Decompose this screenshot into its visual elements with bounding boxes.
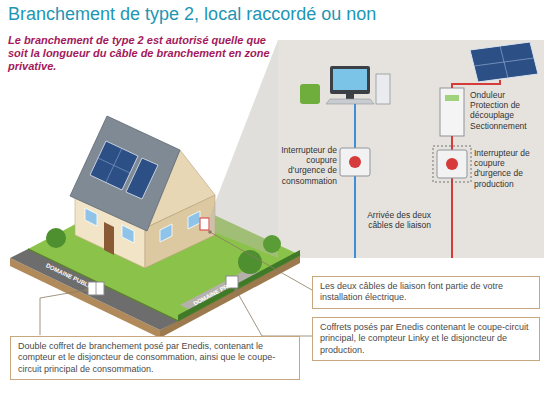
callout-text: Les deux câbles de liaison font partie d…: [320, 281, 532, 304]
house: [104, 222, 114, 255]
zoom-panel: [278, 40, 544, 258]
inverter: [440, 88, 464, 136]
computer-icon: [326, 99, 374, 104]
emergency-switch: [433, 146, 471, 182]
emergency-switch: [437, 150, 467, 178]
inverter: [445, 95, 459, 101]
callout-box: Les deux câbles de liaison font partie d…: [312, 276, 540, 309]
component-label-holder: Interrupteur de coupure d'urgence de con…: [279, 145, 337, 186]
house: [106, 148, 122, 182]
cable-label: Arrivée des deux câbles de liaison: [361, 210, 431, 230]
leader-line: [40, 232, 312, 336]
callout-box: Coffrets posés par Enedis contenant le c…: [312, 317, 540, 361]
cable: [354, 176, 356, 258]
zoom-panel: [278, 40, 544, 258]
cable: [451, 178, 453, 258]
house: [188, 211, 200, 229]
house: [85, 208, 97, 226]
computer-icon: [346, 94, 354, 99]
computer-icon: [300, 84, 320, 104]
emergency-switch: [340, 148, 370, 176]
component-label-holder: Interrupteur de coupure d'urgence de pro…: [474, 148, 542, 189]
leader-dot: [84, 230, 238, 292]
zoom-wedge: [209, 40, 278, 258]
trees: [238, 250, 262, 274]
trees: [263, 235, 281, 253]
intro-note-holder: Le branchement de type 2 est autorisé qu…: [8, 34, 276, 74]
callout-text: Coffrets posés par Enedis contenant le c…: [320, 322, 532, 356]
lot-base: [180, 268, 262, 311]
house: [126, 158, 158, 199]
computer-icon: [330, 66, 370, 94]
leader-line: [210, 232, 312, 290]
callout-box: Double coffret de branchement posé par E…: [10, 336, 300, 380]
component-label: Onduleur Protection de découplage Sectio…: [470, 90, 542, 131]
zoom-wedge: [209, 40, 278, 258]
intro-note: Le branchement de type 2 est autorisé qu…: [8, 34, 276, 74]
house: [160, 224, 172, 242]
trees: [46, 228, 300, 321]
meter-box: [96, 282, 97, 295]
leader-line: [236, 290, 312, 336]
leader-dot: [234, 288, 238, 292]
leader-dot: [208, 230, 212, 234]
computer-icon: [333, 69, 367, 90]
cable: [452, 80, 500, 88]
house: [70, 116, 180, 231]
inverter: [440, 88, 464, 136]
component-label-holder: Onduleur Protection de découplage Sectio…: [470, 90, 542, 131]
title-holder: Branchement de type 2, local raccordé ou…: [8, 4, 538, 25]
callout-text: Double coffret de branchement posé par E…: [18, 341, 292, 375]
cable: [451, 136, 453, 150]
computer-icon: [376, 74, 390, 104]
emergency-switch: [349, 156, 361, 168]
component-label: Interrupteur de coupure d'urgence de con…: [279, 145, 337, 186]
component-label: Interrupteur de coupure d'urgence de pro…: [474, 148, 542, 189]
cable: [354, 104, 356, 148]
solar-panel: [470, 42, 538, 82]
leader-line: [40, 290, 86, 335]
house: [70, 116, 215, 268]
solar-panel: [470, 42, 538, 82]
house: [200, 218, 209, 230]
emergency-switch: [446, 158, 458, 170]
emergency-switch: [340, 146, 471, 182]
cable-label-holder: Arrivée des deux câbles de liaison: [361, 210, 431, 230]
trees: [46, 228, 66, 248]
title: Branchement de type 2, local raccordé ou…: [8, 4, 538, 25]
solar-panel: [474, 58, 534, 66]
house: [122, 225, 134, 243]
computer-icon: [300, 66, 390, 104]
trees: [178, 250, 300, 321]
